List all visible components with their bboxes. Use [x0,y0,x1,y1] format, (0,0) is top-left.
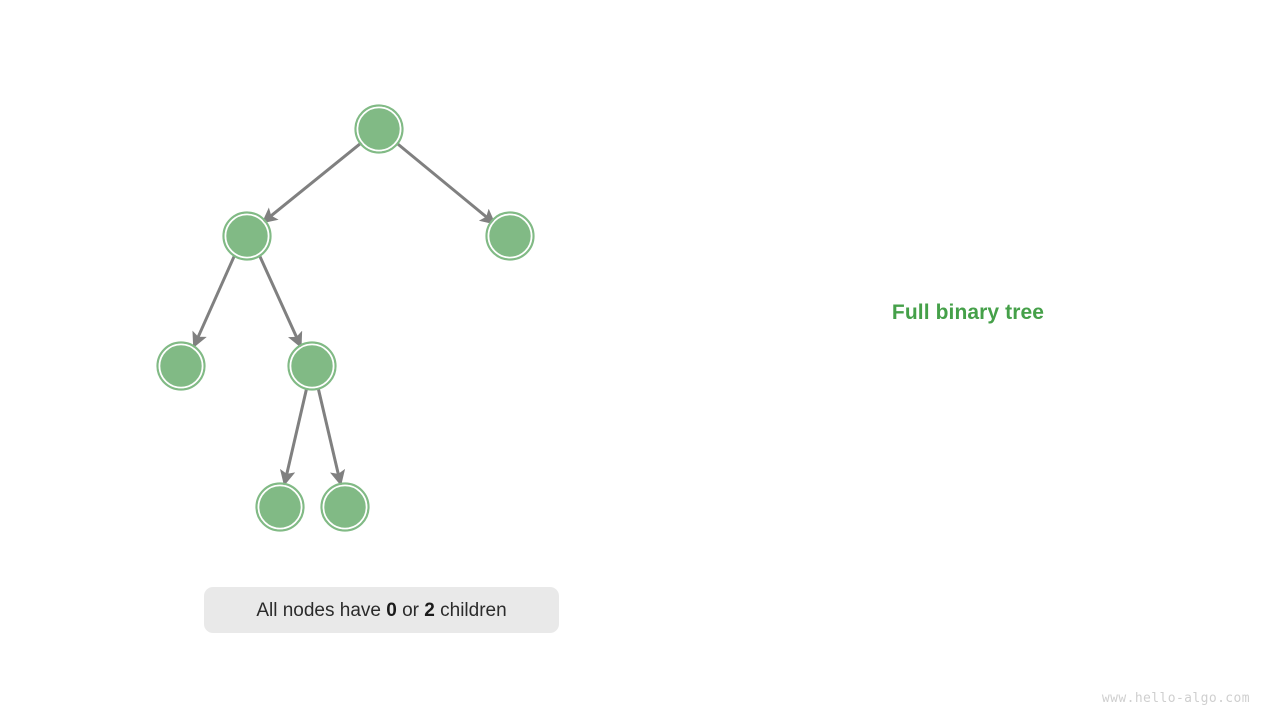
diagram-title: Full binary tree [891,301,1045,324]
tree-node-group [156,104,535,532]
tree-node-right[interactable] [485,211,535,261]
tree-node-left-left[interactable] [156,341,206,391]
caption-bold-zero: 0 [386,599,397,621]
caption-prefix: All nodes have [256,599,387,621]
tree-edge-root-to-right [395,141,496,225]
watermark: www.hello-algo.com [1101,691,1250,706]
tree-node-root[interactable] [354,104,404,154]
caption-box: All nodes have 0 or 2 children [204,587,559,633]
tree-node-left[interactable] [222,211,272,261]
caption-suffix: children [434,599,507,621]
tree-edge-root-to-left [261,141,364,224]
tree-edge-left-to-leftright [258,254,303,349]
tree-edge-mid-to-leafright [316,388,346,486]
caption-bold-two: 2 [424,599,435,621]
caption-middle: or [396,599,425,621]
tree-edge-mid-to-leafleft [279,388,309,486]
caption-text: All nodes have 0 or 2 children [256,601,506,620]
tree-edge-group [192,141,496,486]
tree-node-leaf-left[interactable] [255,482,305,532]
tree-node-leaf-right[interactable] [320,482,370,532]
tree-node-left-right[interactable] [287,341,337,391]
tree-edge-left-to-leftleft [192,254,236,348]
